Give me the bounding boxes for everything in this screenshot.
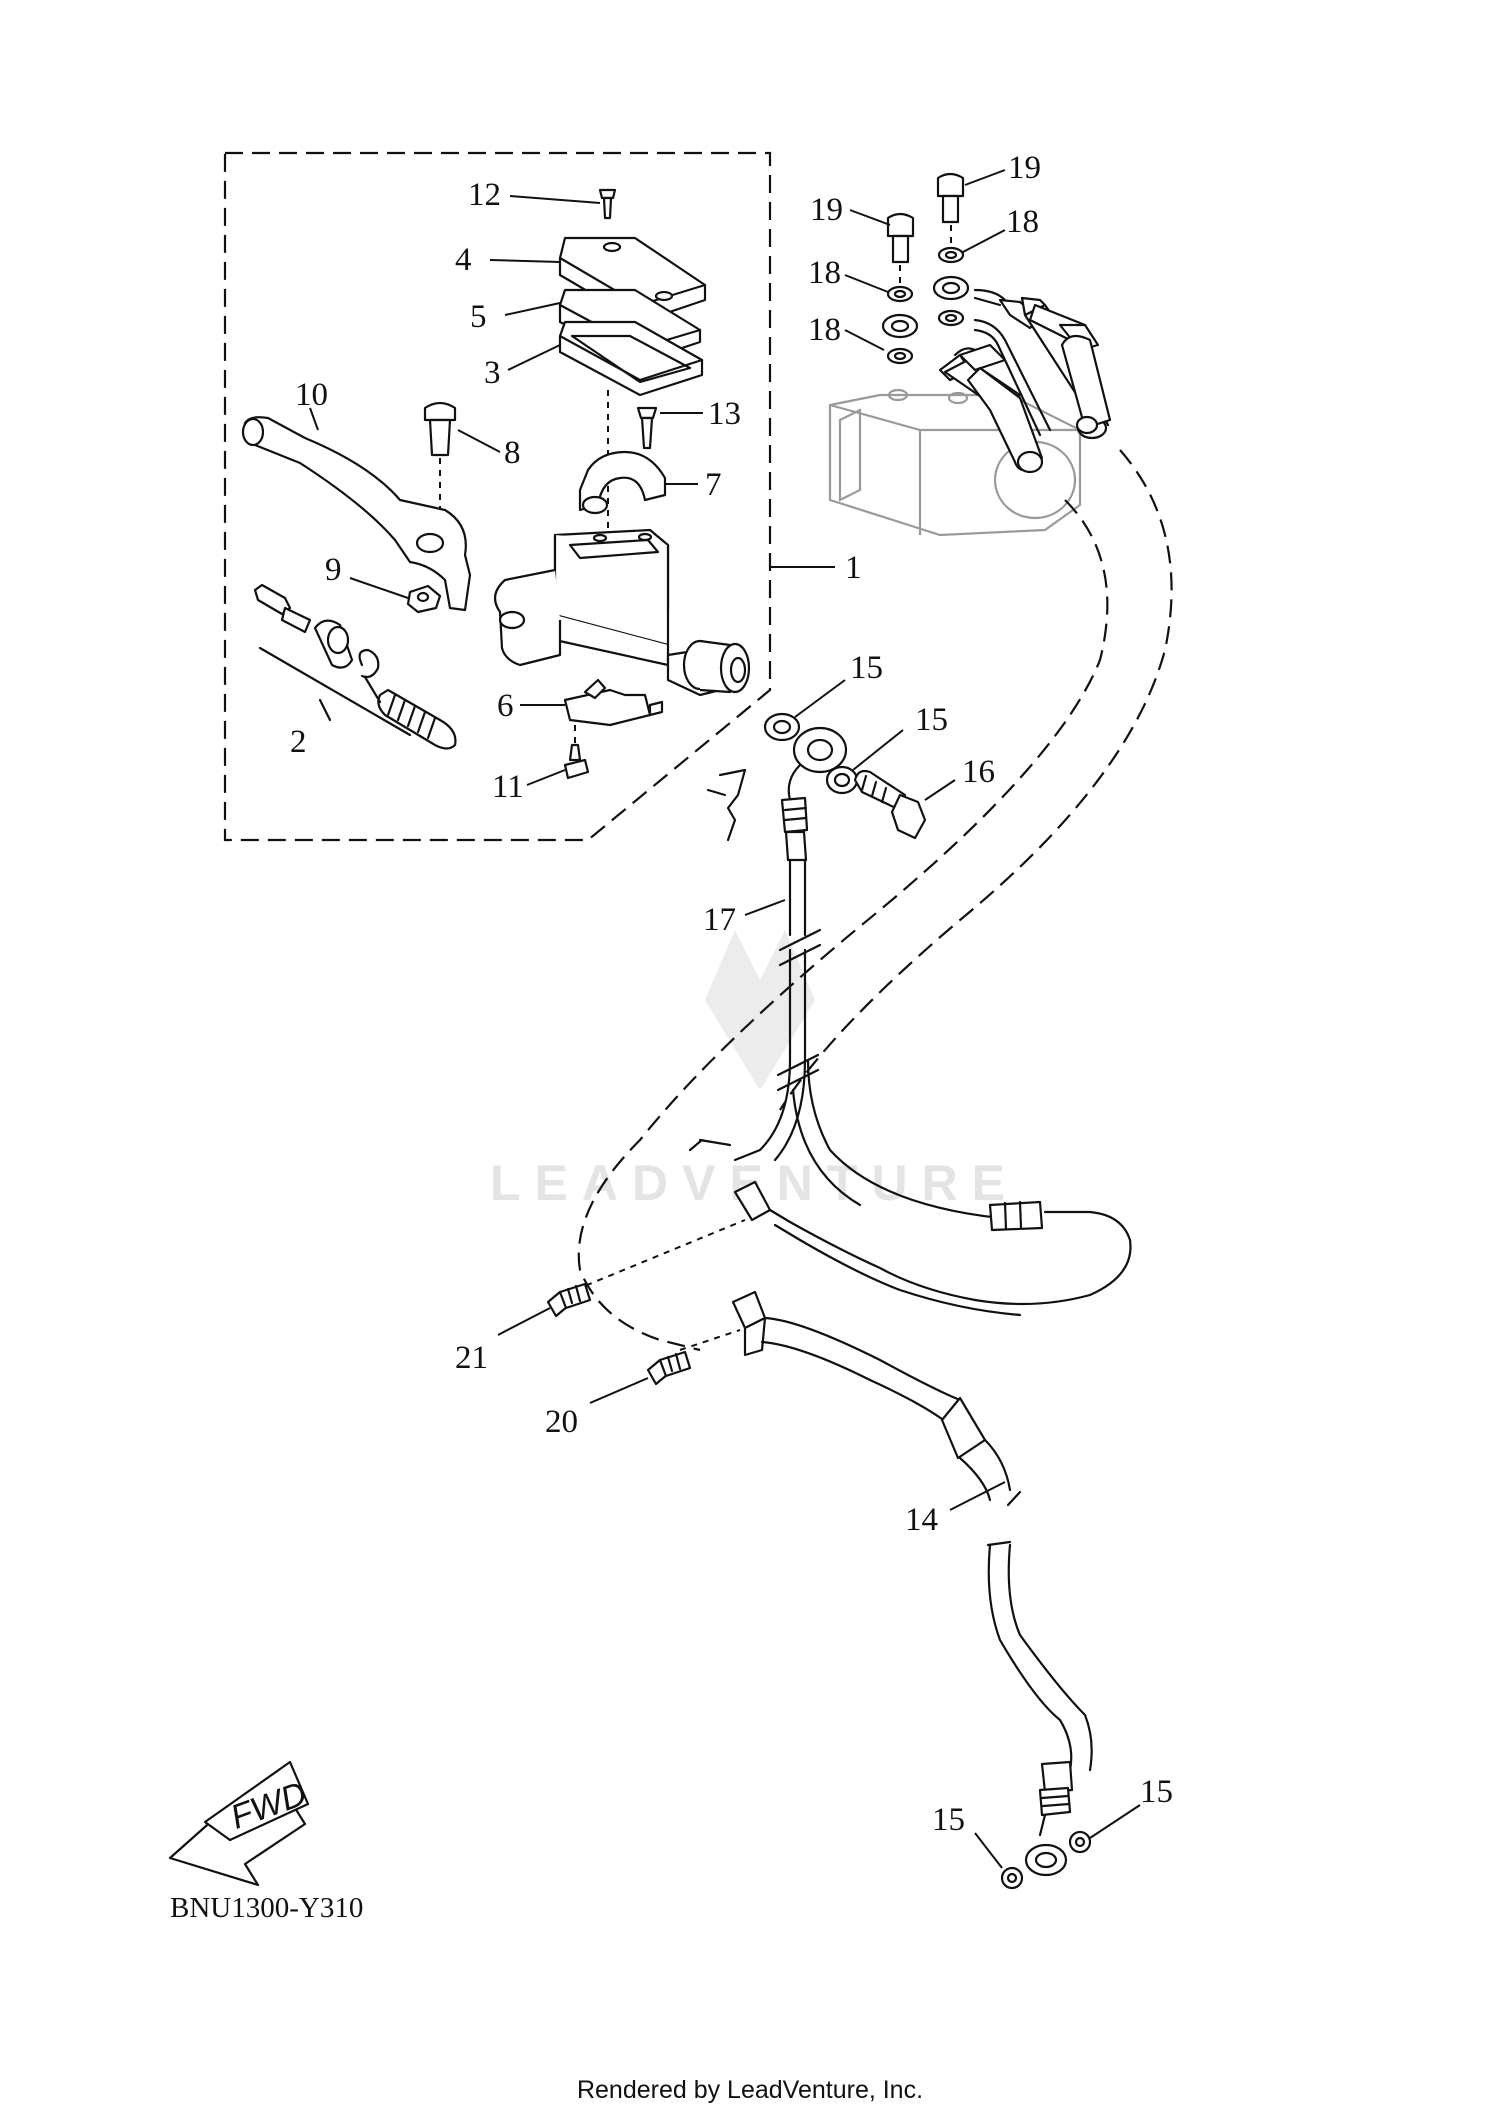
bolt-20 bbox=[646, 1350, 692, 1386]
callout-3: 3 bbox=[484, 355, 501, 391]
bolt-21 bbox=[546, 1282, 592, 1318]
switch-6 bbox=[563, 678, 664, 727]
hose-clip bbox=[706, 768, 747, 842]
washer-18-right-bottom bbox=[937, 309, 965, 327]
callout-9: 9 bbox=[325, 552, 342, 588]
callout-18-right: 18 bbox=[1006, 204, 1039, 240]
brake-lever-10 bbox=[241, 416, 472, 612]
watermark: LEADVENTURE bbox=[490, 930, 1005, 1211]
callout-11: 11 bbox=[492, 769, 524, 805]
callout-15-banjo: 15 bbox=[915, 702, 948, 738]
leader-lines bbox=[309, 169, 1141, 1869]
washer-15-upper bbox=[763, 712, 801, 742]
callout-18-left-top: 18 bbox=[808, 255, 841, 291]
callout-15-lower-right: 15 bbox=[1140, 1774, 1173, 1810]
callout-21: 21 bbox=[455, 1340, 488, 1376]
washer-18-left-top bbox=[886, 285, 914, 303]
part-callouts: 12 4 5 3 10 8 13 7 9 1 2 6 11 15 15 16 1… bbox=[290, 150, 1173, 1838]
callout-19-left: 19 bbox=[810, 192, 843, 228]
callout-18-left-bottom: 18 bbox=[808, 312, 841, 348]
union-bolt-16 bbox=[853, 769, 927, 840]
screw-12 bbox=[598, 188, 617, 220]
screw-13 bbox=[636, 406, 658, 450]
master-cylinder-assembly-boundary bbox=[223, 151, 772, 842]
callout-15-upper: 15 bbox=[850, 650, 883, 686]
brake-hose-14 bbox=[731, 1290, 1093, 1877]
callout-1: 1 bbox=[845, 550, 862, 586]
washer-15-lower-left bbox=[1000, 1866, 1024, 1890]
union-bolt-19-left bbox=[886, 212, 915, 264]
holder-7 bbox=[578, 450, 667, 515]
diaphragm-3 bbox=[558, 320, 704, 397]
screw-11 bbox=[563, 725, 590, 780]
callout-8: 8 bbox=[504, 435, 521, 471]
banjo-right bbox=[932, 275, 970, 301]
callout-17: 17 bbox=[703, 902, 736, 938]
abs-pipes bbox=[938, 288, 1112, 474]
footer-credit: Rendered by LeadVenture, Inc. bbox=[576, 2076, 924, 2104]
bolt-8 bbox=[423, 401, 457, 520]
bolt-20-axis bbox=[679, 1329, 741, 1351]
piston-kit-2 bbox=[253, 583, 457, 750]
hose-routing-line bbox=[577, 499, 1109, 1352]
fwd-arrow: FWD bbox=[168, 1760, 312, 1887]
callout-4: 4 bbox=[455, 242, 472, 278]
washer-18-right-top bbox=[937, 246, 965, 264]
callout-10: 10 bbox=[295, 377, 328, 413]
callout-2: 2 bbox=[290, 724, 307, 760]
bolt-21-axis bbox=[574, 1219, 746, 1291]
diagram-code: BNU1300-Y310 bbox=[170, 1892, 364, 1924]
callout-14: 14 bbox=[905, 1502, 938, 1538]
callout-19-right: 19 bbox=[1008, 150, 1041, 186]
callout-5: 5 bbox=[470, 299, 487, 335]
callout-15-lower-left: 15 bbox=[932, 1802, 965, 1838]
washer-15-lower-right bbox=[1068, 1830, 1092, 1854]
hose-routing-line-2 bbox=[779, 449, 1173, 1111]
nut-9 bbox=[406, 584, 442, 614]
washer-18-left-bottom bbox=[886, 347, 914, 365]
callout-13: 13 bbox=[708, 396, 741, 432]
callout-20: 20 bbox=[545, 1404, 578, 1440]
callout-7: 7 bbox=[705, 467, 722, 503]
brake-hose-17 bbox=[688, 726, 1132, 1317]
callout-12: 12 bbox=[468, 177, 501, 213]
hose-break-marks bbox=[778, 928, 822, 967]
hose-break-marks-lower bbox=[776, 1053, 820, 1092]
callout-16: 16 bbox=[962, 754, 995, 790]
banjo-left bbox=[881, 313, 919, 339]
callout-6: 6 bbox=[497, 688, 514, 724]
master-cylinder-body bbox=[493, 528, 751, 697]
union-bolt-19-right bbox=[936, 172, 965, 224]
washer-15-banjo bbox=[825, 765, 859, 795]
